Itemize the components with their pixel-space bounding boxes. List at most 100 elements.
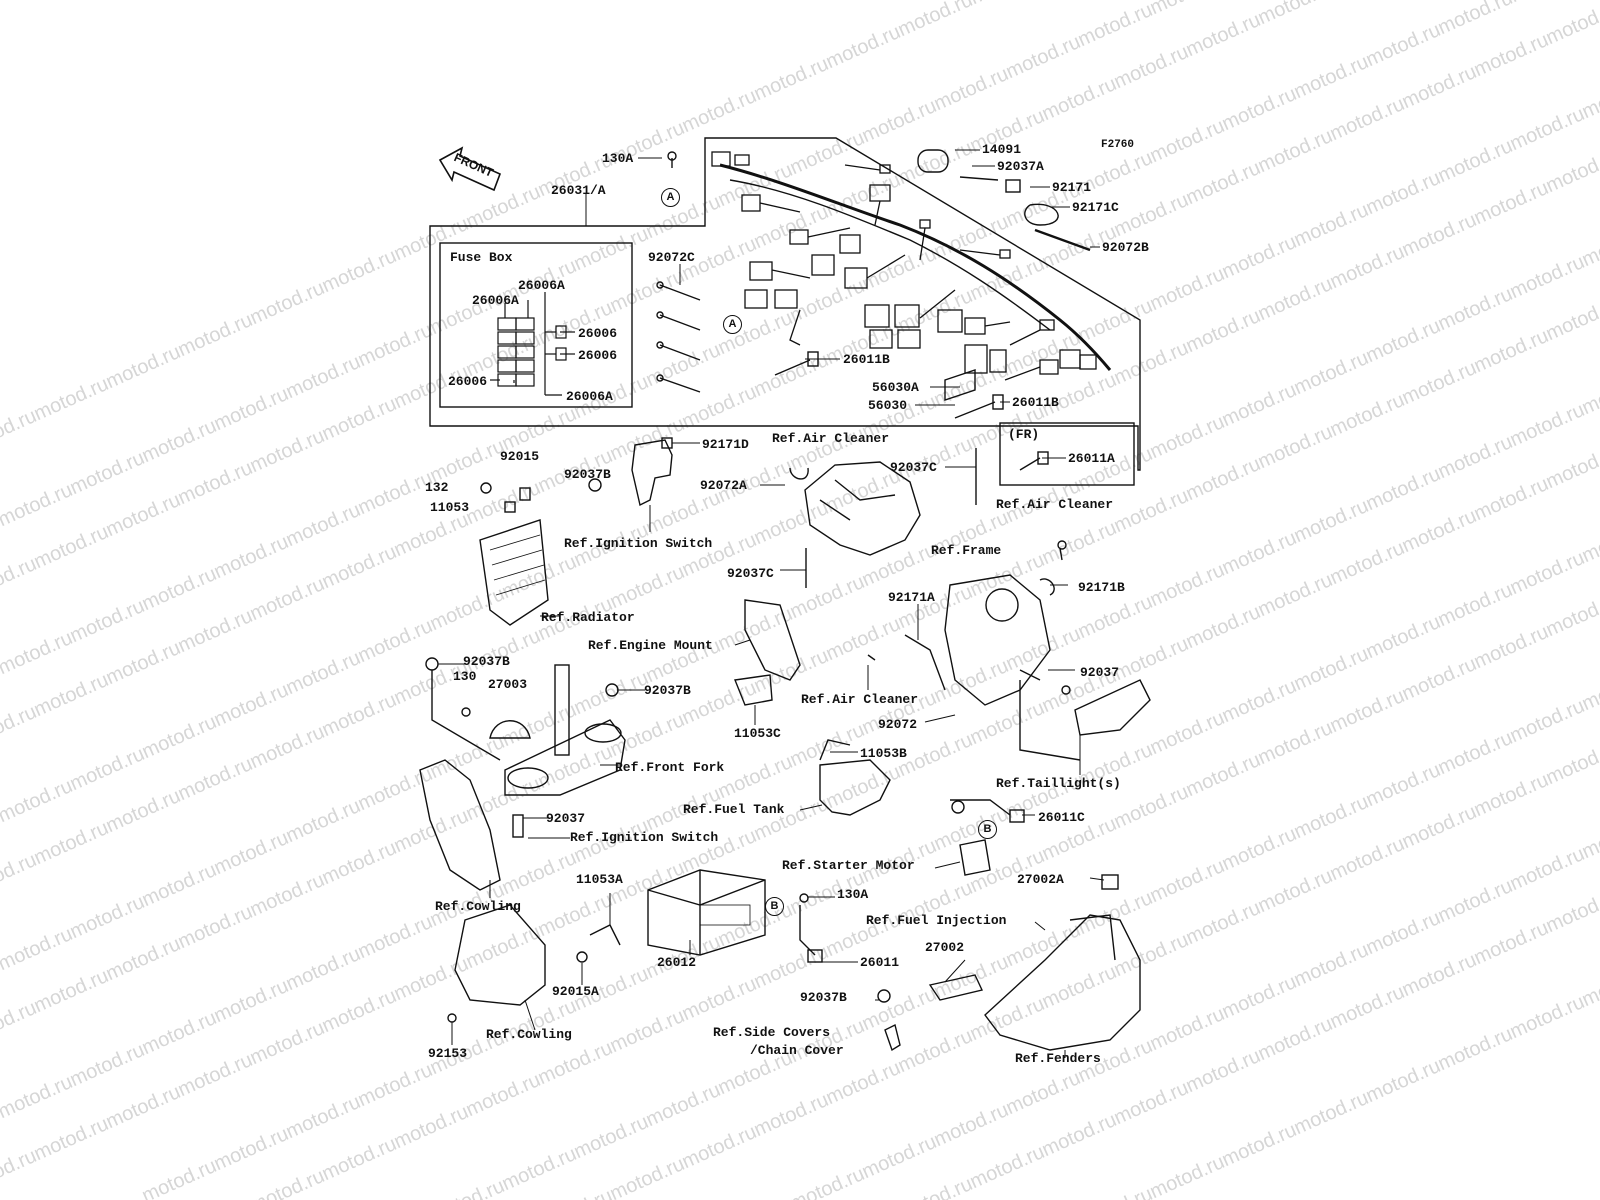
label-ref-fuel-tank: Ref.Fuel Tank: [683, 802, 785, 817]
fr-inset-frame: [999, 422, 1135, 486]
label-92037C-2: 92037C: [727, 566, 774, 581]
label-26011A: 26011A: [1068, 451, 1115, 466]
label-11053C: 11053C: [734, 726, 781, 741]
label-ref-side-covers-1: Ref.Side Covers: [713, 1025, 831, 1040]
cowling-upper: [419, 759, 501, 891]
lead-26011B-2: [954, 401, 996, 419]
label-92072: 92072: [878, 717, 918, 732]
label-92015A: 92015A: [552, 984, 599, 999]
harness-connectors: [711, 151, 1097, 381]
label-92171A: 92171A: [888, 590, 935, 605]
label-ref-front-fork: Ref.Front Fork: [615, 760, 725, 775]
label-56030A: 56030A: [872, 380, 919, 395]
label-ref-air-cleaner-3: Ref.Air Cleaner: [801, 692, 919, 707]
label-92037B-4: 92037B: [800, 990, 847, 1005]
label-92037B-1: 92037B: [564, 467, 611, 482]
battery-26012: [647, 869, 766, 956]
label-26011C: 26011C: [1038, 810, 1085, 825]
label-ref-ignition-switch-1: Ref.Ignition Switch: [564, 536, 713, 551]
callout-B-starter: B: [978, 820, 997, 839]
label-92037B-2: 92037B: [463, 654, 510, 669]
label-130: 130: [453, 669, 477, 684]
fuse-box-title: Fuse Box: [450, 250, 513, 265]
label-11053A: 11053A: [576, 872, 623, 887]
label-92171B: 92171B: [1078, 580, 1125, 595]
part-92171C: [1024, 203, 1059, 226]
label-92171: 92171: [1052, 180, 1092, 195]
part-27003: [489, 720, 531, 739]
label-26011B-2: 26011B: [1012, 395, 1059, 410]
label-ref-taillight: Ref.Taillight(s): [996, 776, 1121, 791]
label-26031A: 26031/A: [551, 183, 606, 198]
fuel-tank-bracket: [819, 759, 891, 816]
label-ref-side-covers-2: /Chain Cover: [750, 1043, 844, 1058]
label-92037B-3: 92037B: [644, 683, 691, 698]
label-ref-frame: Ref.Frame: [931, 543, 1002, 558]
label-11053B: 11053B: [860, 746, 907, 761]
part-92072B: [1034, 228, 1091, 252]
label-92072A: 92072A: [700, 478, 747, 493]
label-ref-engine-mount: Ref.Engine Mount: [588, 638, 713, 653]
fuse-block: [490, 292, 575, 396]
label-ref-fuel-injection: Ref.Fuel Injection: [866, 913, 1007, 928]
engine-mount-plate: [744, 599, 801, 681]
harness-group-outline: [429, 137, 1141, 471]
label-ref-cowling-1: Ref.Cowling: [435, 899, 521, 914]
label-26006A-1: 26006A: [518, 278, 565, 293]
cable-ties-92072C: [656, 281, 701, 393]
label-92072B: 92072B: [1102, 240, 1149, 255]
label-26006A-3: 26006A: [566, 389, 613, 404]
label-ref-air-cleaner-2: Ref.Air Cleaner: [996, 497, 1114, 512]
label-27002A: 27002A: [1017, 872, 1064, 887]
air-cleaner-housing: [804, 461, 921, 556]
label-130A-top: 130A: [602, 151, 634, 166]
label-26006-2: 26006: [578, 348, 618, 363]
leader-lines: [438, 149, 1105, 1058]
ignition-bracket-top: [631, 439, 673, 507]
label-ref-starter-motor: Ref.Starter Motor: [782, 858, 915, 873]
frame-section: [944, 574, 1051, 706]
taillight-unit: [1074, 679, 1151, 736]
label-11053: 11053: [430, 500, 470, 515]
label-27003: 27003: [488, 677, 528, 692]
rear-fender-assembly: [984, 914, 1141, 1051]
label-92171D: 92171D: [702, 437, 749, 452]
label-ref-radiator: Ref.Radiator: [541, 610, 635, 625]
label-26011B-1: 26011B: [843, 352, 890, 367]
diagram-code: F2760: [1101, 139, 1135, 151]
front-fork-clamp: [504, 719, 626, 796]
label-92153: 92153: [428, 1046, 468, 1061]
label-92072C: 92072C: [648, 250, 695, 265]
label-92171C: 92171C: [1072, 200, 1119, 215]
main-harness-trunk: [719, 163, 1112, 371]
label-26012: 26012: [657, 955, 697, 970]
callout-A-top: A: [661, 188, 680, 207]
part-27002: [928, 974, 983, 1001]
label-14091: 14091: [982, 142, 1022, 157]
label-56030: 56030: [868, 398, 908, 413]
fuse-box-frame: [439, 242, 633, 408]
label-92037C-1: 92037C: [890, 460, 937, 475]
label-FR: (FR): [1008, 427, 1040, 442]
cowling-lower: [454, 904, 546, 1006]
label-92037A: 92037A: [997, 159, 1044, 174]
label-26006A-2: 26006A: [472, 293, 519, 308]
label-92037-2: 92037: [546, 811, 586, 826]
label-26011: 26011: [860, 955, 900, 970]
starter-relay: [959, 839, 991, 876]
label-92037-1: 92037: [1080, 665, 1120, 680]
radiator-panel: [479, 519, 549, 626]
label-92015: 92015: [500, 449, 540, 464]
front-arrow: [438, 146, 502, 192]
label-ref-ignition-switch-2: Ref.Ignition Switch: [570, 830, 719, 845]
part-14091: [917, 149, 949, 173]
label-132: 132: [425, 480, 449, 495]
label-27002: 27002: [925, 940, 965, 955]
label-ref-cowling-2: Ref.Cowling: [486, 1027, 572, 1042]
label-26006-1: 26006: [578, 326, 618, 341]
bracket-11053C: [734, 674, 773, 706]
lead-26011B-1: [774, 359, 811, 376]
label-26006-3: 26006: [448, 374, 488, 389]
